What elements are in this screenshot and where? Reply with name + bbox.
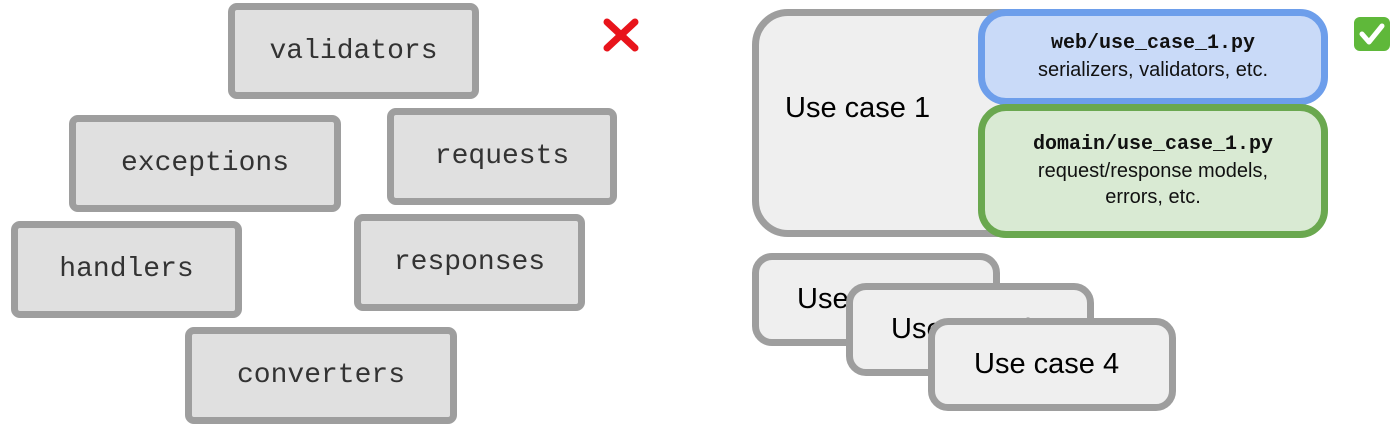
- web-file-description: serializers, validators, etc.: [1037, 59, 1269, 81]
- responses-label: responses: [393, 247, 546, 278]
- validators-label: validators: [269, 35, 438, 67]
- requests-label: requests: [434, 141, 570, 172]
- handlers-box: handlers: [11, 221, 242, 318]
- validators-box: validators: [228, 3, 479, 99]
- exceptions-label: exceptions: [120, 148, 290, 179]
- check-mark-icon: [1354, 17, 1390, 51]
- web-file-name: web/use_case_1.py: [1050, 32, 1256, 55]
- use-case-4-label: Use case 4: [974, 348, 1120, 380]
- web-module-box: web/use_case_1.py serializers, validator…: [978, 9, 1328, 105]
- use-case-4-box: Use case 4: [928, 318, 1176, 411]
- handlers-label: handlers: [59, 254, 194, 285]
- use-case-1-label: Use case 1: [785, 92, 931, 124]
- domain-file-name: domain/use_case_1.py: [1032, 133, 1274, 156]
- cross-mark-icon: [603, 18, 639, 52]
- domain-file-description-line-1: request/response models,: [1037, 160, 1269, 182]
- responses-box: responses: [354, 214, 585, 311]
- requests-box: requests: [387, 108, 617, 205]
- converters-box: converters: [185, 327, 457, 424]
- converters-label: converters: [236, 360, 406, 391]
- exceptions-box: exceptions: [69, 115, 341, 212]
- domain-module-box: domain/use_case_1.py request/response mo…: [978, 104, 1328, 238]
- domain-file-description-line-2: errors, etc.: [1105, 186, 1201, 208]
